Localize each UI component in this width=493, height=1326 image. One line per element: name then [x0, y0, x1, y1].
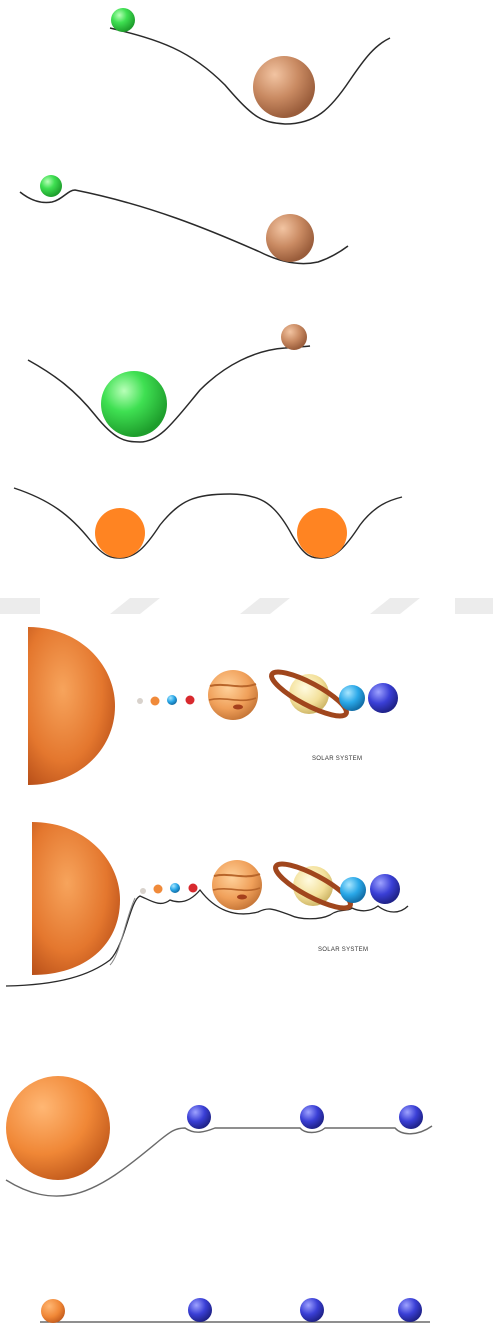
brown-ball [281, 324, 307, 350]
blue-planet [300, 1105, 324, 1129]
panel-well-1 [109, 8, 391, 125]
blue-planet [300, 1298, 324, 1322]
panel-solar-system-flat: SOLAR SYSTEM [28, 627, 398, 785]
green-ball [40, 175, 62, 197]
planet-saturn [269, 669, 349, 719]
blue-planet [188, 1298, 212, 1322]
planet-jupiter [208, 670, 258, 720]
planet-saturn [273, 861, 353, 911]
blue-planet [399, 1105, 423, 1129]
planet-jupiter [212, 860, 262, 910]
planet-mars [188, 883, 198, 893]
panel-well-2 [19, 175, 349, 265]
orange-ball [95, 508, 145, 558]
double-well-curve [13, 487, 403, 559]
orange-dot [41, 1299, 65, 1323]
brown-ball [266, 214, 314, 262]
planet-uranus [339, 685, 365, 711]
planet-venus [153, 884, 163, 894]
panel-well-3 [27, 324, 311, 443]
orange-star [6, 1076, 110, 1180]
solar-system-caption: SOLAR SYSTEM [312, 756, 362, 762]
blue-planet [187, 1105, 211, 1129]
gravity-well-curve [27, 345, 311, 443]
planet-mars [185, 695, 195, 705]
planet-mercury [137, 698, 143, 704]
planet-earth [170, 883, 180, 893]
panel-star-planets-curved [5, 1076, 433, 1197]
panel-solar-system-curved: SOLAR SYSTEM [5, 822, 409, 987]
planet-mercury [140, 888, 146, 894]
green-ball [101, 371, 167, 437]
planet-neptune [368, 683, 398, 713]
spacetime-curve [5, 1125, 433, 1197]
gravity-well-curve [109, 27, 391, 125]
blue-planet [398, 1298, 422, 1322]
green-ball [111, 8, 135, 32]
brown-ball [253, 56, 315, 118]
orange-ball [297, 508, 347, 558]
planet-earth [167, 695, 177, 705]
planet-venus [150, 696, 160, 706]
solar-system-caption: SOLAR SYSTEM [318, 947, 368, 953]
panel-double-well [13, 487, 403, 559]
planet-uranus [340, 877, 366, 903]
panel-star-planets-flat [40, 1298, 430, 1323]
separator-band [0, 598, 493, 614]
planet-neptune [370, 874, 400, 904]
gravity-well-curve [19, 189, 349, 265]
